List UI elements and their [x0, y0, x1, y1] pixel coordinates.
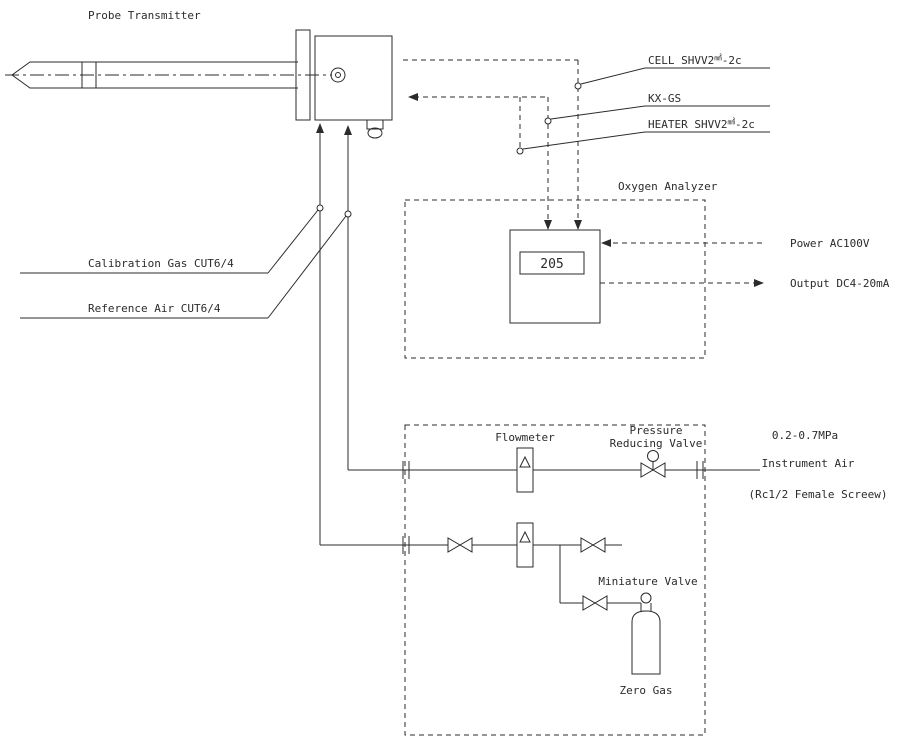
analyzer-unit-icon [509, 229, 601, 324]
probe-transmitter-group [5, 29, 393, 139]
junction-node [516, 147, 524, 155]
pressure-reducing-valve-icon [640, 462, 666, 478]
junction-node [544, 117, 552, 125]
probe-flange-icon [295, 29, 311, 121]
pipe-union-icon [402, 461, 410, 479]
valve-icon [582, 595, 608, 611]
junction-node [344, 210, 352, 218]
kx-leader-line [550, 105, 646, 120]
valve-icon [447, 537, 473, 553]
flowmeter-float-icon [519, 530, 531, 543]
kx-cable-label: KX-GS [648, 92, 681, 105]
flowmeter-label: Flowmeter [495, 431, 555, 444]
calibration-leader-line [267, 209, 319, 274]
arrow-left-icon [408, 93, 418, 101]
arrow-up-icon [344, 125, 352, 135]
arrow-right-icon [754, 279, 764, 287]
output-label: Output DC4-20mA [790, 277, 890, 290]
pipe-union-icon [402, 536, 410, 554]
flowmeter-icon [516, 522, 534, 568]
piping-boundary-box [404, 424, 706, 736]
analyzer-display-value: 205 [540, 257, 563, 272]
junction-node [574, 82, 582, 90]
oxygen-analyzer-group [404, 199, 764, 359]
signal-cables-group [403, 59, 770, 230]
oxygen-analyzer-label: Oxygen Analyzer [618, 180, 718, 193]
analyzer-boundary-box [404, 199, 706, 359]
labels-group: Probe Transmitter CELL SHVV2㎟-2c KX-GS H… [88, 9, 890, 697]
probe-transmitter-label: Probe Transmitter [88, 9, 201, 22]
miniature-valve-label: Miniature Valve [598, 575, 697, 588]
gas-cylinder-icon [631, 592, 661, 675]
prv-actuator-icon [647, 450, 659, 462]
cell-cable-label: CELL SHVV2㎟-2c [648, 53, 742, 67]
arrow-down-icon [574, 220, 582, 230]
transmitter-dial-icon [330, 67, 346, 83]
gas-supply-lines-group [20, 123, 352, 545]
analyzer-display [519, 251, 585, 275]
power-label: Power AC100V [790, 237, 870, 250]
prv-label-line2: Reducing Valve [610, 437, 703, 450]
flowmeter-float-icon [519, 455, 531, 468]
piping-unit-group [320, 424, 760, 736]
zero-gas-label: Zero Gas [620, 684, 673, 697]
prv-label-line1: Pressure [630, 424, 683, 437]
transmitter-dial-center-icon [335, 72, 341, 78]
calibration-gas-label: Calibration Gas CUT6/4 [88, 257, 234, 270]
reference-air-label: Reference Air CUT6/4 [88, 302, 221, 315]
miniature-valve-icon [640, 592, 652, 604]
cell-leader-line [580, 67, 646, 85]
heater-leader-line [522, 131, 646, 150]
thread-spec-label: (Rc1/2 Female Screew) [748, 488, 887, 501]
pressure-range-label: 0.2-0.7MPa [772, 429, 838, 442]
heater-cable-label: HEATER SHVV2㎟-2c [648, 117, 755, 131]
junction-node [316, 204, 324, 212]
valve-icon [580, 537, 606, 553]
cable-gland-dome-icon [367, 127, 383, 139]
arrow-left-icon [601, 239, 611, 247]
instrument-air-label: Instrument Air [762, 457, 855, 470]
pipe-union-icon [696, 461, 704, 479]
cable-gland-icon [366, 119, 384, 130]
transmitter-box-icon [314, 35, 393, 121]
arrow-down-icon [544, 220, 552, 230]
arrow-up-icon [316, 123, 324, 133]
reference-leader-line [267, 215, 347, 319]
flowmeter-icon [516, 447, 534, 493]
